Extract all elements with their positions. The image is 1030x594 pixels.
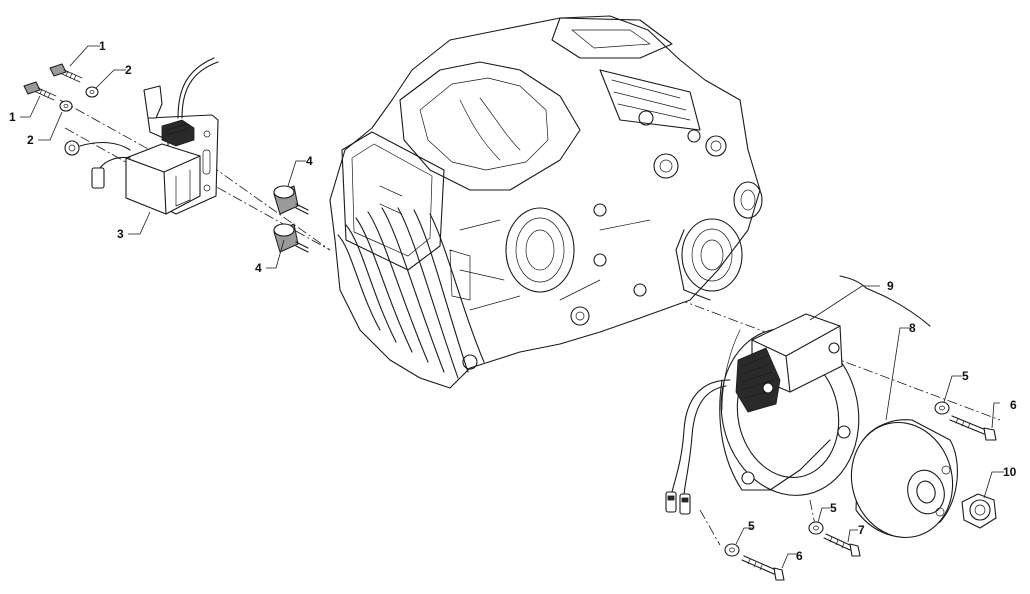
rubber-mount-upper [273, 185, 309, 215]
callout-1-lower: 1 [9, 110, 16, 124]
callout-8: 8 [909, 321, 916, 335]
callout-labels: 1 1 2 2 3 4 4 5 5 5 6 6 7 8 9 10 [9, 39, 1017, 563]
callout-5-right: 5 [962, 369, 969, 383]
group-bracket [839, 275, 931, 327]
callout-4-lower: 4 [255, 261, 262, 275]
callout-6-right: 6 [1010, 398, 1017, 412]
callout-10: 10 [1003, 465, 1017, 479]
callout-3: 3 [117, 227, 124, 241]
callout-5-lower: 5 [748, 519, 755, 533]
callout-2-lower: 2 [27, 133, 34, 147]
screw-lower [741, 555, 785, 581]
ignition-module [23, 57, 219, 215]
flywheel [850, 419, 958, 539]
washer-upper [85, 86, 99, 98]
stator-assembly [665, 313, 860, 515]
screw-right [949, 415, 997, 441]
callout-2-upper: 2 [125, 63, 132, 77]
washer-lower [59, 100, 73, 112]
callout-1-upper: 1 [99, 39, 106, 53]
callout-5-middle: 5 [830, 501, 837, 515]
screw-middle [823, 533, 861, 557]
bolt-lower [23, 81, 57, 101]
leader-lines [20, 45, 1004, 569]
callout-7: 7 [858, 523, 865, 537]
rubber-mount-lower [273, 223, 309, 253]
callout-6-lower: 6 [796, 549, 803, 563]
washer-right [934, 401, 950, 415]
washer-middle [808, 521, 824, 535]
washer-lower-right [724, 543, 740, 557]
callout-9: 9 [887, 279, 894, 293]
bolt-upper [49, 63, 83, 83]
flywheel-nut [961, 493, 997, 529]
callout-4-upper: 4 [306, 154, 313, 168]
crankcase [329, 15, 763, 389]
